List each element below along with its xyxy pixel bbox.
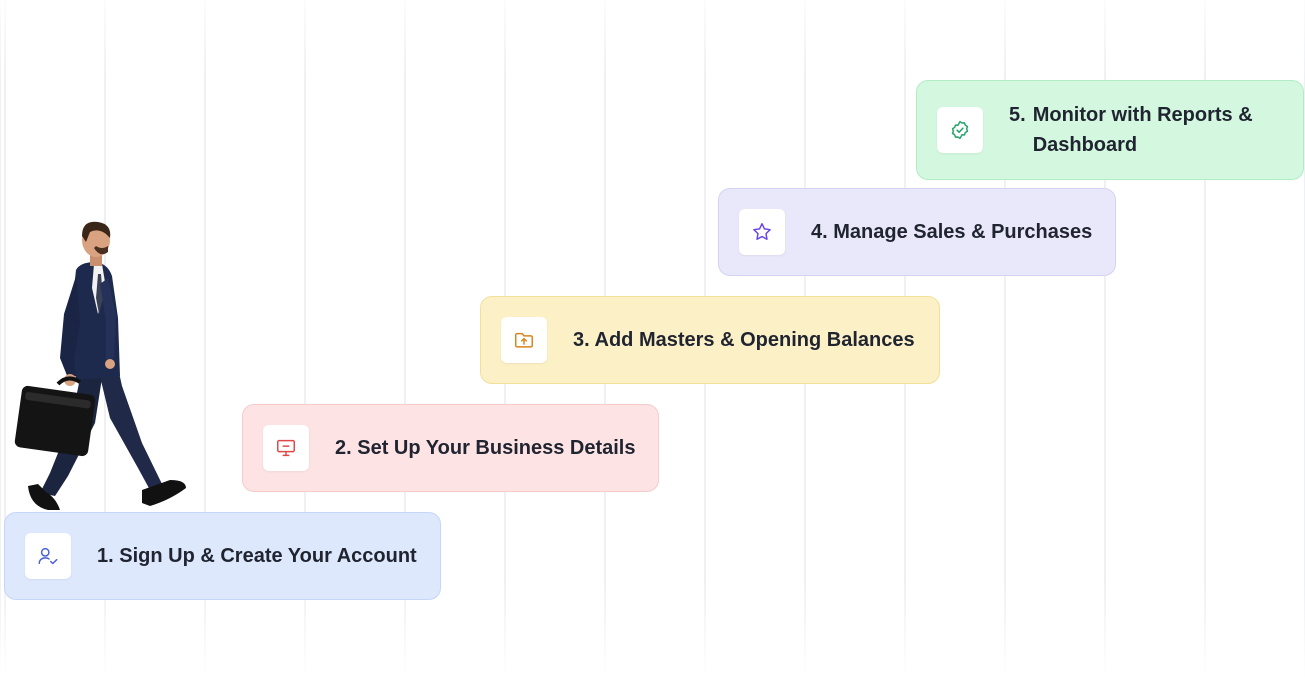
- step-icon-box: [263, 425, 309, 471]
- step-label: 4. Manage Sales & Purchases: [811, 217, 1092, 247]
- step-text: Add Masters & Opening Balances: [594, 329, 915, 351]
- step-icon-box: [25, 533, 71, 579]
- step-card-sales-purchases: 4. Manage Sales & Purchases: [718, 188, 1116, 276]
- monitor-icon: [277, 439, 295, 457]
- step-text: Manage Sales & Purchases: [833, 221, 1093, 243]
- businessman-illustration: [14, 221, 186, 510]
- step-label: 5. Monitor with Reports & Dashboard: [1009, 100, 1263, 160]
- star-icon: [753, 223, 771, 240]
- step-card-masters: 3. Add Masters & Opening Balances: [480, 296, 940, 384]
- step-number: 1.: [97, 545, 114, 567]
- check-badge-icon: [951, 120, 969, 140]
- step-card-reports-dashboard: 5. Monitor with Reports & Dashboard: [916, 80, 1304, 180]
- step-icon-box: [501, 317, 547, 363]
- step-label: 2. Set Up Your Business Details: [335, 433, 635, 463]
- step-text: Sign Up & Create Your Account: [119, 545, 417, 567]
- step-text: Monitor with Reports & Dashboard: [1032, 104, 1253, 156]
- step-number: 5.: [1009, 104, 1026, 126]
- folder-upload-icon: [515, 332, 533, 348]
- step-label: 3. Add Masters & Opening Balances: [573, 325, 915, 355]
- step-number: 2.: [335, 437, 352, 459]
- step-label: 1. Sign Up & Create Your Account: [97, 541, 417, 571]
- step-number: 4.: [811, 221, 828, 243]
- step-icon-box: [739, 209, 785, 255]
- user-check-icon: [38, 547, 58, 565]
- step-number: 3.: [573, 329, 590, 351]
- step-icon-box: [937, 107, 983, 153]
- step-card-sign-up: 1. Sign Up & Create Your Account: [4, 512, 441, 600]
- step-text: Set Up Your Business Details: [357, 437, 636, 459]
- step-card-business-details: 2. Set Up Your Business Details: [242, 404, 659, 492]
